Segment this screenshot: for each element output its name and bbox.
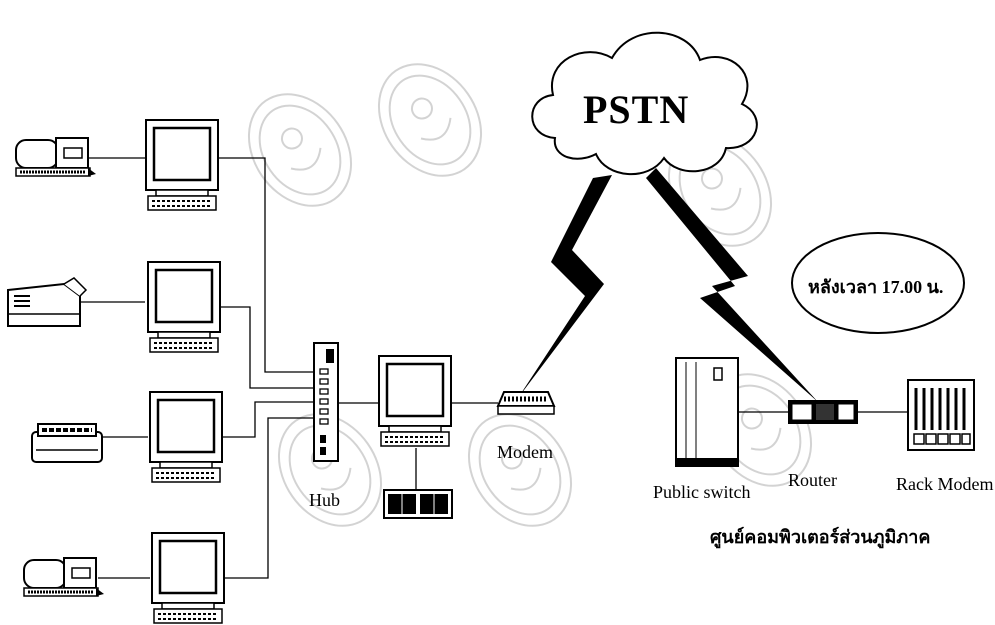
printer-icon <box>14 136 98 178</box>
router-icon <box>788 400 858 424</box>
lightning-link-modem <box>518 175 612 398</box>
computer-icon <box>146 260 222 354</box>
modem-icon <box>496 391 556 415</box>
after-hours-label: หลังเวลา 17.00 น. <box>808 277 944 297</box>
hub-label: Hub <box>309 490 340 510</box>
tape-drive-icon <box>383 489 453 519</box>
connection-lines <box>80 157 908 579</box>
lightning-link-router <box>646 168 818 402</box>
hub-icon <box>313 342 339 462</box>
regional-center-label: ศูนย์คอมพิวเตอร์ส่วนภูมิภาค <box>710 527 931 547</box>
computer-icon <box>144 118 220 212</box>
public-switch-label: Public switch <box>653 482 751 502</box>
server-computer-icon <box>377 354 453 448</box>
printer-icon <box>7 277 87 327</box>
rack-modem-label: Rack Modem <box>896 474 994 494</box>
printer-icon <box>22 556 106 598</box>
after-hours-ellipse <box>791 232 965 334</box>
computer-icon <box>150 531 226 625</box>
computer-icon <box>148 390 224 484</box>
pstn-cloud <box>531 31 758 175</box>
router-label: Router <box>788 470 837 490</box>
public-switch-icon <box>675 357 739 467</box>
modem-label: Modem <box>497 442 553 462</box>
printer-icon <box>30 422 104 464</box>
rack-modem-icon <box>907 379 975 451</box>
pstn-label: PSTN <box>583 87 690 132</box>
